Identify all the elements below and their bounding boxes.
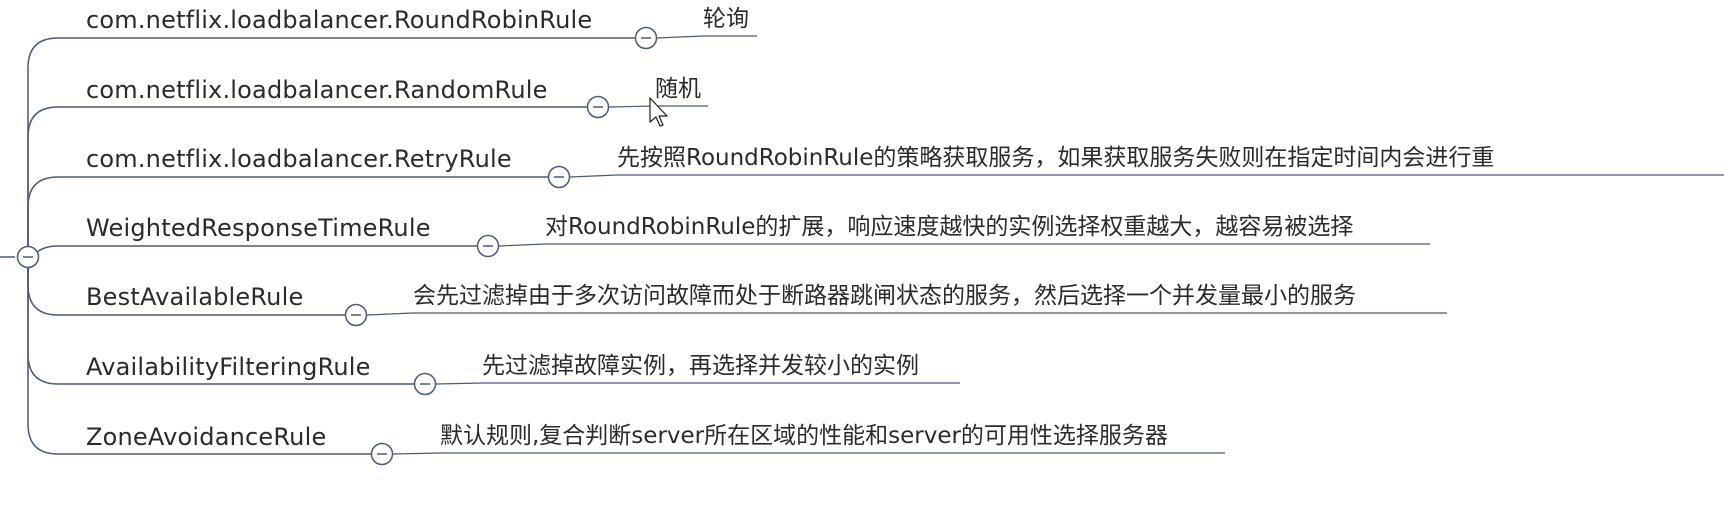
desc-connector xyxy=(435,382,483,385)
desc-connector xyxy=(366,312,414,316)
rule-label-availability-filtering: AvailabilityFilteringRule xyxy=(86,353,371,381)
rule-label-best-available: BestAvailableRule xyxy=(86,283,304,311)
rule-label-roundrobin: com.netflix.loadbalancer.RoundRobinRule xyxy=(86,6,593,34)
branch-connector xyxy=(27,176,548,257)
desc-label-availability-filtering: 先过滤掉故障实例，再选择并发较小的实例 xyxy=(482,353,919,379)
desc-label-random: 随机 xyxy=(655,76,701,102)
branch-connector xyxy=(27,37,635,257)
desc-label-retry: 先按照RoundRobinRule的策略获取服务，如果获取服务失败则在指定时间内… xyxy=(617,145,1495,171)
desc-connector xyxy=(608,105,656,108)
branch-connector xyxy=(27,245,477,277)
desc-label-zone-avoidance: 默认规则,复合判断server所在区域的性能和server的可用性选择服务器 xyxy=(440,423,1168,449)
desc-connector xyxy=(498,243,546,247)
rule-label-random: com.netflix.loadbalancer.RandomRule xyxy=(86,76,548,104)
rule-label-zone-avoidance: ZoneAvoidanceRule xyxy=(86,423,327,451)
desc-label-weighted-response-time: 对RoundRobinRule的扩展，响应速度越快的实例选择权重越大，越容易被选… xyxy=(545,214,1354,240)
rule-label-retry: com.netflix.loadbalancer.RetryRule xyxy=(86,145,512,173)
rule-label-weighted-response-time: WeightedResponseTimeRule xyxy=(86,214,431,242)
branch-connector xyxy=(27,257,371,455)
desc-label-best-available: 会先过滤掉由于多次访问故障而处于断路器跳闸状态的服务，然后选择一个并发量最小的服… xyxy=(413,283,1356,309)
desc-connector xyxy=(656,35,704,39)
desc-connector xyxy=(569,174,618,178)
mouse-cursor-icon xyxy=(649,97,668,127)
desc-label-roundrobin: 轮询 xyxy=(703,6,749,32)
desc-connector xyxy=(392,452,441,455)
branch-connector xyxy=(27,106,587,257)
